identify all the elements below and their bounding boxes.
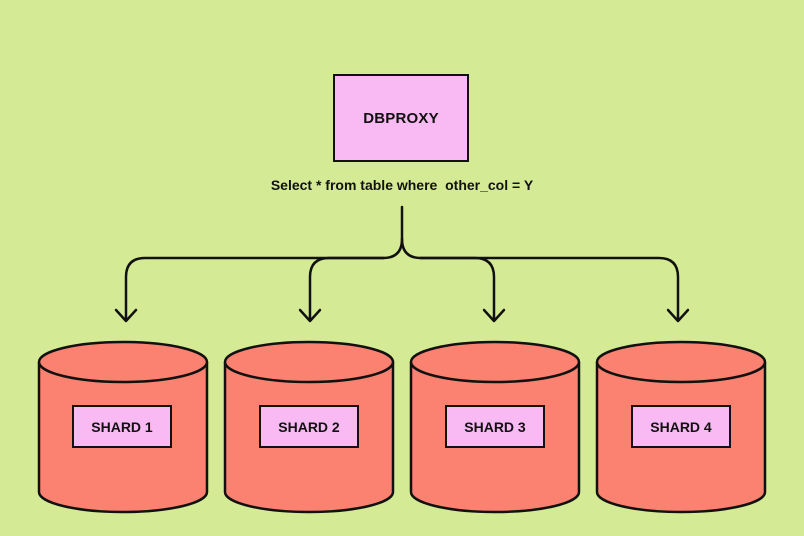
- stem-line: [381, 205, 404, 260]
- shard-1-node: SHARD 1: [72, 405, 172, 448]
- shard-3-node: SHARD 3: [445, 405, 545, 448]
- branch-right-junction: [400, 237, 423, 260]
- connector-shard-2: [308, 256, 385, 322]
- shard-4-label: SHARD 4: [650, 418, 712, 435]
- shard-2-label: SHARD 2: [278, 418, 340, 435]
- fan-out-connectors: [114, 205, 690, 323]
- connector-shard-1: [124, 256, 385, 322]
- shard-1-label: SHARD 1: [91, 418, 153, 435]
- shard-2-node: SHARD 2: [259, 405, 359, 448]
- shard-3-label: SHARD 3: [464, 418, 526, 435]
- arrowhead-shard-3: [482, 308, 506, 323]
- arrowhead-shard-2: [298, 308, 322, 323]
- connector-shard-4: [419, 256, 680, 322]
- shard-4-node: SHARD 4: [631, 405, 731, 448]
- arrowhead-shard-4: [666, 308, 690, 323]
- dbproxy-label: DBPROXY: [363, 109, 439, 127]
- dbproxy-node: DBPROXY: [333, 74, 469, 162]
- arrowhead-shard-1: [114, 308, 138, 323]
- query-label: Select * from table where other_col = Y: [270, 177, 534, 193]
